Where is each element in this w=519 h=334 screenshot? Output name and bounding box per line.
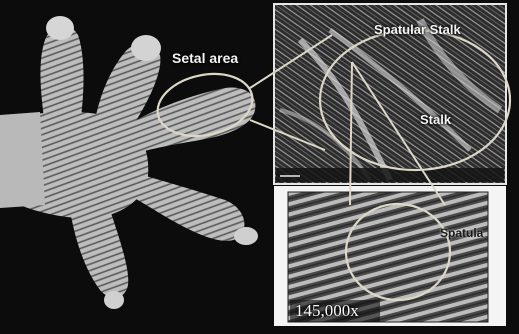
- magnification-label: 145,000x: [295, 301, 359, 321]
- stalk-label: Stalk: [420, 112, 451, 127]
- setal-area-label: Setal area: [172, 50, 238, 66]
- spatula-label: Spatula: [440, 226, 483, 240]
- spatular-stalk-label: Spatular Stalk: [374, 22, 461, 37]
